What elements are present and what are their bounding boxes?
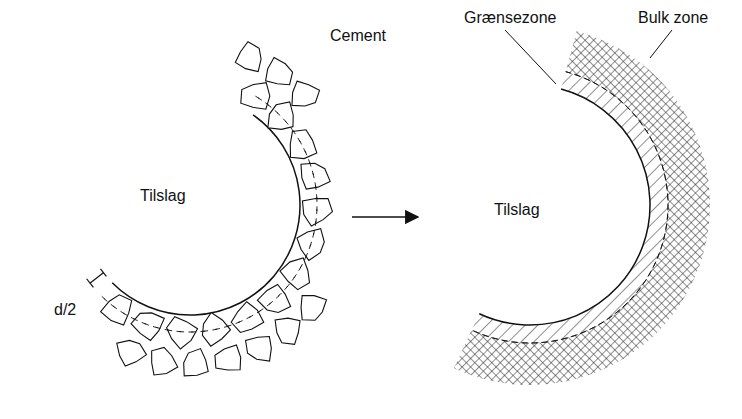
cement-grains-figure xyxy=(87,42,333,376)
dimension-tick xyxy=(100,269,106,277)
boundary-zone-hatch xyxy=(472,72,668,343)
material-label: Tilslag xyxy=(492,200,542,220)
aggregate-outline xyxy=(112,115,300,315)
cement-grain xyxy=(246,337,272,362)
material-label: Tilslag xyxy=(138,186,188,206)
cement-grain xyxy=(266,57,293,84)
dimension-line xyxy=(90,273,103,283)
dimension-tick xyxy=(87,279,94,288)
aggregate-outline xyxy=(479,89,650,325)
zones-figure xyxy=(454,31,710,385)
cement-grain xyxy=(290,130,317,159)
zone-border xyxy=(472,72,668,343)
cement-grain xyxy=(184,349,209,376)
zone-label: Bulk zone xyxy=(636,8,710,28)
cement-grain xyxy=(301,296,326,321)
cement-grain xyxy=(117,340,147,366)
bulk-zone-hatch xyxy=(454,31,710,385)
zone-label: Grænsezone xyxy=(462,8,559,28)
cement-grain xyxy=(241,83,270,110)
cement-grain xyxy=(268,102,293,129)
cement-grain xyxy=(275,318,300,344)
cement-grain xyxy=(302,198,332,226)
cement-grain xyxy=(231,302,264,333)
cement-grain xyxy=(215,345,241,370)
cement-grain xyxy=(280,258,310,290)
material-label: Cement xyxy=(328,26,388,46)
cement-grain xyxy=(235,42,261,72)
cement-grain xyxy=(292,81,320,106)
leader-line xyxy=(505,30,556,84)
cement-grain xyxy=(131,313,164,341)
cement-grain xyxy=(167,317,198,349)
dimension-label: d/2 xyxy=(52,300,78,320)
leader-line xyxy=(650,30,672,58)
cement-grain xyxy=(152,347,178,375)
transition-arrow xyxy=(352,216,418,218)
grain-centre-line xyxy=(100,96,317,332)
